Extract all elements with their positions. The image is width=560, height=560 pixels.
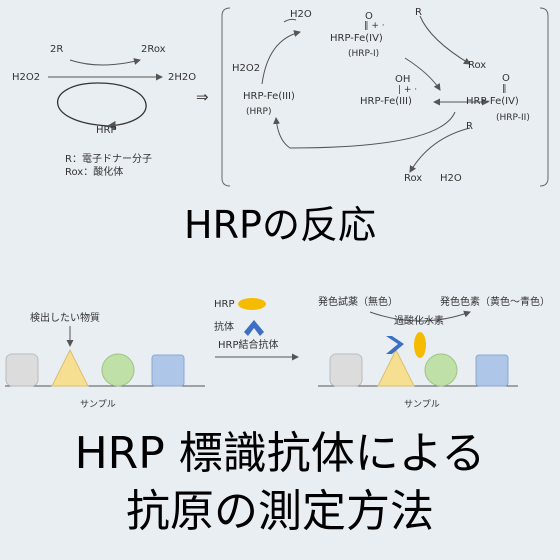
r-to-rox-arrow [69,58,141,66]
cube-shape [5,353,39,387]
mech-dbl-ii: ‖ [502,84,507,94]
mech-r-bottom: R [466,121,473,132]
fe4i-to-fe3oh-arrow [404,57,441,91]
mech-h2o-bottom: H2O [440,173,462,184]
mech-oxo-i: O [365,11,373,22]
mech-oxo-ii: O [502,73,510,84]
title-hrp-reaction: HRPの反応 [184,203,376,247]
triangle-target-shape [51,348,89,387]
mech-r-top: R [415,7,422,18]
mech-plus-dot-oh: | + · [398,85,418,95]
cube-shape [329,353,363,387]
target-substance-label: 検出したい物質 [30,313,100,324]
mech-fe-iii-oh: HRP-Fe(III) [360,96,412,107]
hrp-cycle-loop [57,82,147,130]
cycle-h2o2-label: H2O2 [12,72,41,83]
cycle-hrp-label: HRP [96,125,117,136]
cycle-rox-label: 2Rox [141,44,166,55]
mechanism-arrows [261,15,489,173]
mech-h2o-top: H2O [290,9,312,20]
mech-hrp-ii: (HRP-II) [496,113,530,123]
hrp-enzyme-ellipse [238,298,266,310]
sample-right-scene [318,310,518,387]
r-to-rox-bottom-arrow [409,127,471,173]
mech-rox-top: Rox [468,60,487,71]
mech-rox-bottom: Rox [404,173,423,184]
prism-shape [151,354,185,387]
chromogen-label: 発色試薬（無色） [318,297,398,308]
title-assay-line1: HRP 標識抗体による [74,428,486,479]
peroxide-label: 過酸化水素 [394,316,444,327]
color-reaction-arrow [369,310,471,322]
h2o-release-arrow [283,18,297,23]
reaction-cycle [48,58,163,130]
sample-right-label: サンプル [404,400,440,410]
mech-hrp: (HRP) [246,107,272,117]
circle-shape [424,353,458,387]
hrp-label: HRP [214,299,235,310]
mech-plus-dot-i: ‖ + · [364,21,385,31]
implies-symbol: ⇒ [196,88,209,106]
cycle-r-label: 2R [50,44,64,55]
circle-shape [101,353,135,387]
sample-left-scene [5,326,205,387]
mech-fe-iii: HRP-Fe(III) [243,91,295,102]
fe3-to-fe4-arrow [261,30,301,85]
bound-hrp-enzyme [414,332,426,358]
legend-rox: Rox：酸化体 [65,167,124,178]
r-to-rox-top-arrow [419,15,471,65]
mech-fe-iv-i: HRP-Fe(IV) [330,33,383,44]
mech-h2o2-left: H2O2 [232,63,261,74]
title-assay-line2: 抗原の測定方法 [126,486,434,537]
right-bracket [539,7,549,187]
hrp-conjugate [215,298,299,361]
prism-shape [475,354,509,387]
antibody-chevron [244,320,264,336]
bound-antibody-chevron [386,336,404,354]
mech-fe-iv-ii: HRP-Fe(IV) [466,96,519,107]
sample-left-label: サンプル [80,400,116,410]
triangle-target-shape [377,348,415,387]
colored-dye-label: 発色色素（黄色～青色） [440,297,550,308]
mech-oh: OH [395,74,411,85]
legend-r: R：電子ドナー分子 [65,154,152,165]
mech-hrp-i: (HRP-I) [348,49,380,59]
antibody-label: 抗体 [214,322,234,333]
cycle-h2o-label: 2H2O [168,72,197,83]
hrp-conjugate-label: HRP結合抗体 [218,340,279,351]
left-bracket [221,7,231,187]
return-to-fe3-arrow [273,111,456,149]
